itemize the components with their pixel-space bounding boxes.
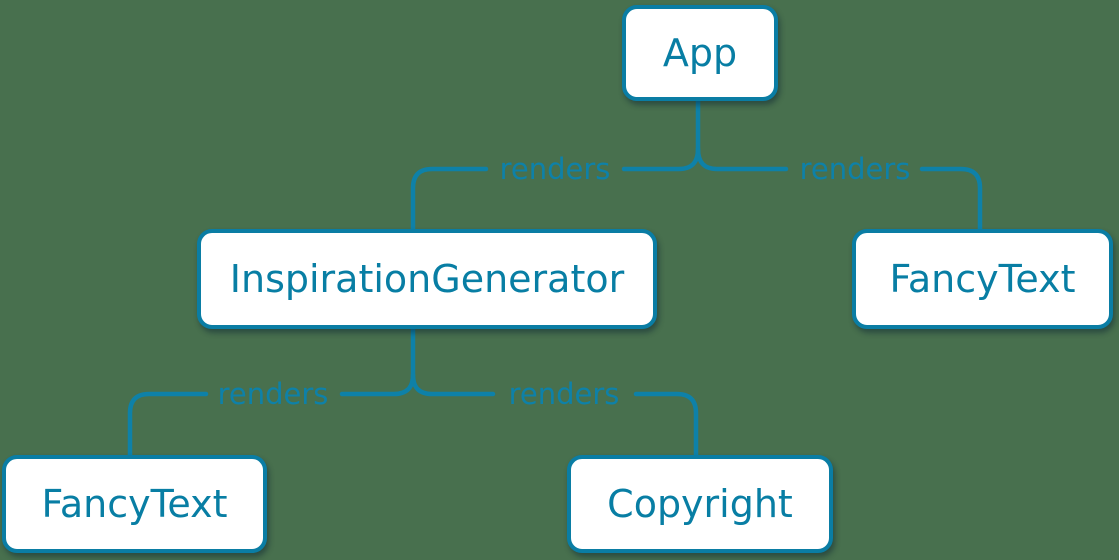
edge-label-renders-app-fancytext: renders [800, 152, 911, 186]
node-app-label: App [662, 31, 738, 75]
edge-to-copyright [633, 391, 699, 460]
edge-to-fancytext-top [919, 166, 983, 234]
node-app: App [622, 5, 778, 101]
edge-to-fancytext-bottom [127, 391, 209, 460]
node-copyright-label: Copyright [607, 482, 793, 526]
edge-label-renders-insp-fancytext: renders [218, 377, 329, 411]
node-copyright: Copyright [567, 455, 833, 553]
node-fancytext-top-label: FancyText [889, 257, 1076, 301]
edge-label-renders-insp-copyright: renders [509, 377, 620, 411]
edge-to-inspiration-generator [410, 166, 489, 234]
edge-app-fork-right [695, 146, 789, 172]
node-fancytext-bottom-label: FancyText [41, 482, 228, 526]
edge-label-renders-app-inspiration: renders [500, 152, 611, 186]
edge-app-fork-left [621, 98, 701, 172]
node-inspiration-generator-label: InspirationGenerator [229, 257, 625, 301]
node-inspiration-generator: InspirationGenerator [197, 229, 657, 329]
edge-insp-fork-right [410, 372, 496, 397]
node-fancytext-top: FancyText [852, 229, 1113, 329]
node-fancytext-bottom: FancyText [2, 455, 267, 553]
edge-insp-fork-left [339, 326, 416, 397]
